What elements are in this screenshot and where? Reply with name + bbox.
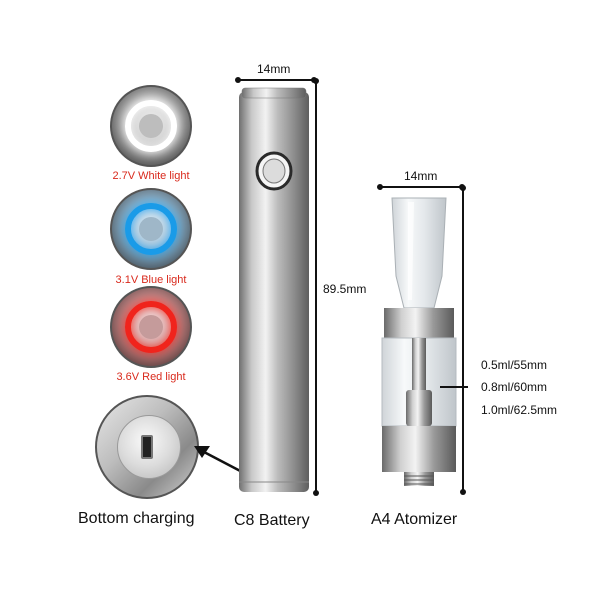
battery-icon xyxy=(239,87,309,492)
atomizer-width-label: 14mm xyxy=(404,169,438,183)
battery-length-label: 89.5mm xyxy=(323,282,367,296)
atomizer-length-dot-bottom xyxy=(460,489,466,495)
capacity-1: 0.8ml/60mm xyxy=(481,380,548,394)
charging-port-preview xyxy=(95,395,199,499)
battery-width-dot-left xyxy=(235,77,241,83)
blue-light-caption: 3.1V Blue light xyxy=(115,274,187,286)
capacity-2: 1.0ml/62.5mm xyxy=(481,403,558,417)
white-light-preview xyxy=(110,85,192,167)
atomizer-icon xyxy=(381,197,457,486)
battery-width-line xyxy=(238,79,314,81)
red-light-caption: 3.6V Red light xyxy=(116,371,186,383)
blue-light-preview xyxy=(110,188,192,270)
red-light-preview xyxy=(110,286,192,368)
atomizer-width-line xyxy=(380,186,462,188)
atomizer-length-dot-top xyxy=(460,185,466,191)
bottom-charging-label: Bottom charging xyxy=(78,510,195,527)
battery-label: C8 Battery xyxy=(234,512,310,529)
capacity-0: 0.5ml/55mm xyxy=(481,358,548,372)
atomizer-length-tick xyxy=(440,386,468,388)
battery-length-dot-top xyxy=(313,78,319,84)
usb-port-icon xyxy=(141,435,153,459)
battery-length-line xyxy=(315,81,317,494)
atomizer-length-line xyxy=(462,189,464,493)
white-light-caption: 2.7V White light xyxy=(112,170,190,182)
atomizer-label: A4 Atomizer xyxy=(371,511,458,528)
battery-width-label: 14mm xyxy=(257,62,291,76)
atomizer-width-dot-left xyxy=(377,184,383,190)
battery-length-dot-bottom xyxy=(313,490,319,496)
